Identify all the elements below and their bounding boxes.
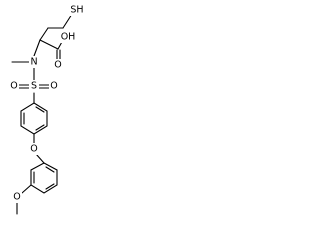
atom-methoxy-o: O: [13, 192, 20, 203]
atom-sulfonyl-o-left: O: [10, 81, 17, 92]
ring-upper-inner-1: [35, 106, 45, 113]
bond-calpha-n: [33, 39, 41, 57]
atom-thiol-sh: SH: [70, 5, 83, 16]
ring-lower-inner-2: [45, 183, 55, 190]
bond-ring2-omethoxy: [21, 184, 32, 194]
atom-carbonyl-o: O: [54, 60, 61, 71]
bond-lines: [11, 13, 73, 215]
benzene-ring-upper: [20, 102, 48, 135]
atom-sulfonyl-o-right: O: [50, 81, 57, 92]
bond-oether-ring2: [35, 153, 45, 164]
bond-c2-calpha: [39, 27, 49, 41]
atom-acid-oh: OH: [61, 32, 76, 43]
atom-labels: SH OH O N S O O O O: [9, 4, 84, 203]
atom-nitrogen: N: [30, 57, 37, 68]
ring-upper-inner-2: [35, 124, 45, 131]
chemical-structure: SH OH O N S O O O O: [9, 4, 84, 215]
benzene-ring-lower: [30, 162, 58, 194]
bond-s-c1: [62, 13, 73, 29]
bond-calpha-ccarboxyl: [39, 39, 59, 50]
atom-sulfonyl-s: S: [31, 81, 37, 92]
ring-lower-inner-1: [45, 166, 55, 173]
atom-ether-o: O: [30, 144, 37, 155]
